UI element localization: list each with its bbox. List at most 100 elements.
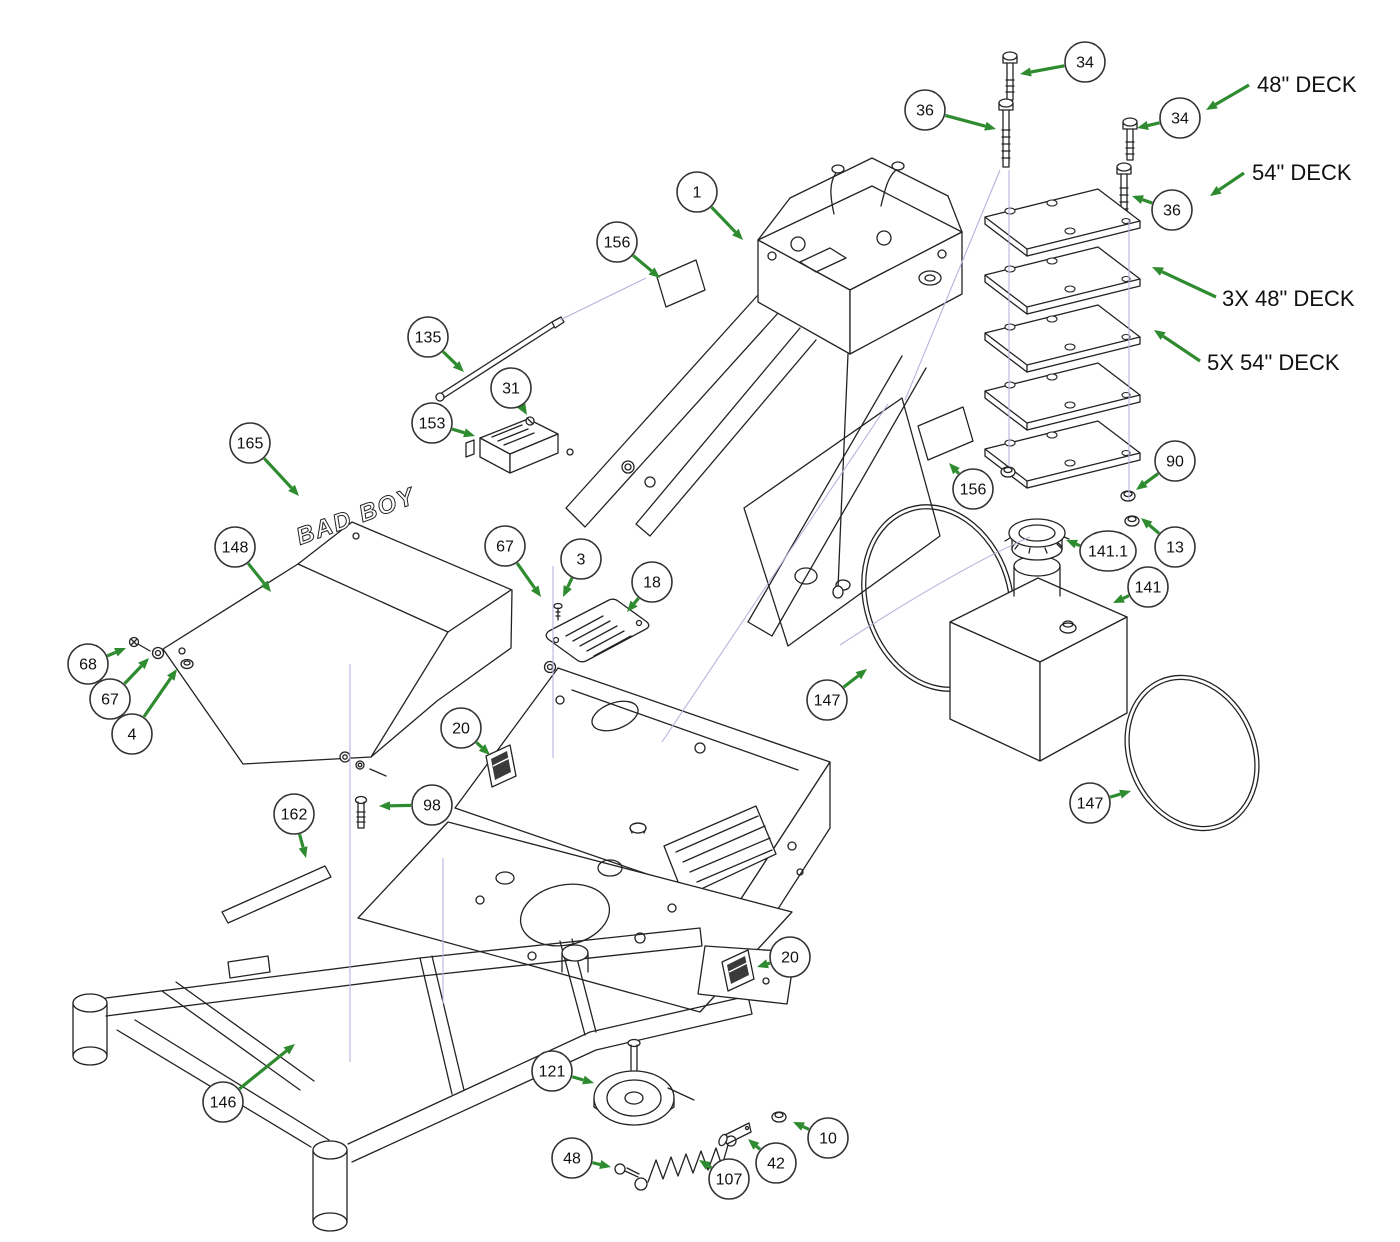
shoulder-bolt-98 (354, 795, 368, 829)
fuel-cap (1004, 518, 1070, 561)
callout-42: 42 (748, 1139, 797, 1184)
callout-36: 36 (904, 89, 996, 131)
footrest-pad (663, 805, 777, 898)
callout-number: 4 (128, 727, 137, 744)
callout-34: 34 (1020, 41, 1106, 83)
deck-spacer-plate (984, 420, 1141, 489)
callout-number: 107 (716, 1172, 743, 1189)
floor-pan (454, 667, 831, 969)
deck-spacer-plate (984, 246, 1141, 315)
callout-4: 4 (111, 669, 177, 755)
callout-156: 156 (596, 221, 660, 278)
screw-31 (525, 416, 535, 426)
callout-number: 48 (563, 1151, 581, 1168)
deck-labels-layer: 48" DECK 54" DECK 3X 48" DECK 5X 54" DECK (1152, 72, 1357, 375)
callout-10: 10 (793, 1117, 849, 1159)
callout-number: 146 (210, 1095, 237, 1112)
callout-number: 18 (643, 575, 661, 592)
trim-strip (221, 865, 332, 924)
callout-98: 98 (379, 784, 453, 826)
callout-number: 141 (1135, 580, 1162, 597)
callout-36: 36 (1132, 189, 1193, 231)
extension-spring (634, 1135, 737, 1191)
hex-bolt (629, 822, 647, 834)
callout-153: 153 (411, 402, 475, 444)
callout-135: 135 (407, 316, 464, 372)
callout-121: 121 (531, 1050, 594, 1092)
deck-size-label-text: 48" DECK (1257, 72, 1357, 97)
callout-number: 147 (1077, 796, 1104, 813)
tower-frame (565, 295, 941, 647)
callout-number: 3 (577, 552, 586, 569)
callout-number: 13 (1166, 540, 1184, 557)
callout-number: 156 (604, 235, 631, 252)
callout-68: 68 (67, 643, 126, 685)
screw-3 (553, 602, 563, 621)
control-module (465, 418, 574, 474)
callout-31: 31 (490, 367, 532, 415)
callout-number: 67 (496, 539, 514, 556)
callout-number: 20 (781, 950, 799, 967)
clevis-pin (718, 1122, 752, 1147)
deck-size-label: 54" DECK (1210, 160, 1352, 196)
callout-number: 36 (916, 103, 934, 120)
callout-number: 34 (1076, 55, 1094, 72)
callout-number: 162 (281, 807, 308, 824)
flange-nuts (1000, 466, 1140, 527)
callout-147: 147 (1069, 782, 1131, 824)
engine-deck (357, 821, 793, 1013)
callout-number: 147 (814, 693, 841, 710)
callout-1: 1 (676, 171, 743, 240)
callout-number: 67 (101, 692, 119, 709)
deck-spacer-plate (984, 188, 1141, 257)
callout-147: 147 (806, 669, 867, 721)
callout-number: 135 (415, 330, 442, 347)
callout-number: 31 (502, 381, 520, 398)
clamp-ring-right (1124, 674, 1260, 832)
mounting-bolts (998, 51, 1138, 217)
callout-number: 148 (222, 540, 249, 557)
callout-141: 141 (1113, 566, 1169, 608)
callout-90: 90 (1136, 440, 1196, 490)
callout-146: 146 (202, 1044, 295, 1123)
rocker-switch-right (721, 949, 755, 992)
callout-number: 121 (539, 1064, 566, 1081)
deck-size-label-text: 3X 48" DECK (1222, 286, 1355, 311)
washer-set (339, 751, 387, 777)
callout-67: 67 (484, 525, 541, 597)
bolt-36-right (1116, 162, 1132, 217)
callout-141.1: 141.1 (1066, 530, 1137, 572)
washer-67-center (543, 660, 557, 674)
callout-148: 148 (214, 526, 271, 592)
deck-size-label-text: 54" DECK (1252, 160, 1352, 185)
seat-panel (162, 521, 513, 765)
hardware-cluster-left (128, 636, 194, 670)
nut-4 (180, 658, 194, 670)
callout-20: 20 (440, 707, 490, 755)
callout-number: 1 (693, 185, 702, 202)
callout-48: 48 (551, 1137, 611, 1179)
nut-90 (1120, 490, 1136, 502)
bolt-34-right (1122, 117, 1138, 161)
callout-number: 34 (1171, 111, 1189, 128)
callout-3: 3 (560, 538, 602, 597)
callout-number: 141.1 (1088, 544, 1128, 561)
deck-spacer-plate-stack (984, 188, 1141, 489)
bolt-36-left (998, 98, 1014, 168)
front-caster-tube-left (72, 993, 108, 1066)
deck-size-label: 5X 54" DECK (1154, 330, 1340, 375)
nut-13 (1124, 515, 1140, 527)
front-caster-tube-right (312, 1140, 348, 1232)
callout-165: 165 (229, 422, 299, 496)
callout-34: 34 (1137, 97, 1201, 139)
callout-number: 90 (1166, 454, 1184, 471)
leader-lines (349, 169, 1130, 1062)
deck-spacer-plate (984, 304, 1141, 373)
callout-20: 20 (757, 936, 811, 978)
decal-plate-right (917, 406, 974, 461)
console-assembly (757, 157, 963, 599)
callout-number: 153 (419, 416, 446, 433)
rocker-switch-left (485, 744, 517, 788)
